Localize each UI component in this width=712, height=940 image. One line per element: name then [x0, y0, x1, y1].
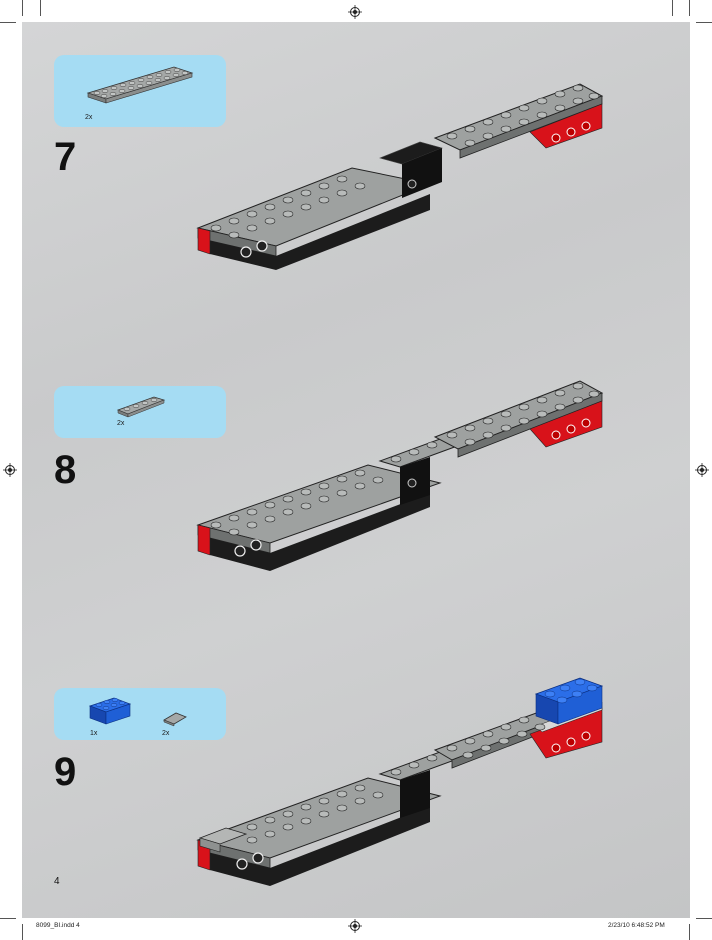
part-quantity: 1x — [90, 730, 98, 737]
slope-tile-icon — [163, 712, 187, 727]
plate-2x10-icon — [86, 66, 194, 104]
blue-brick-2x3-icon — [88, 697, 132, 725]
registration-mark-top — [348, 5, 362, 19]
part-quantity: 2x — [162, 730, 170, 737]
parts-callout-step-7: 2x — [54, 55, 226, 127]
step-number-7: 7 — [54, 135, 77, 179]
step-8-assembly — [196, 380, 604, 571]
parts-callout-step-9: 1x 2x — [54, 688, 226, 740]
part-quantity: 2x — [117, 420, 125, 427]
step-7-assembly — [196, 83, 604, 270]
step-9-assembly — [196, 677, 604, 886]
registration-mark-left — [3, 463, 17, 477]
print-slug-datetime: 2/23/10 6:48:52 PM — [608, 922, 665, 929]
registration-mark-bottom — [348, 919, 362, 933]
step-number-8: 8 — [54, 448, 77, 492]
registration-mark-right — [695, 463, 709, 477]
part-quantity: 2x — [85, 114, 93, 121]
plate-1x4-icon — [116, 396, 166, 418]
print-slug-file: 8099_BI.indd 4 — [36, 922, 80, 929]
step-number-9: 9 — [54, 750, 77, 794]
parts-callout-step-8: 2x — [54, 386, 226, 438]
page-number: 4 — [54, 876, 60, 887]
